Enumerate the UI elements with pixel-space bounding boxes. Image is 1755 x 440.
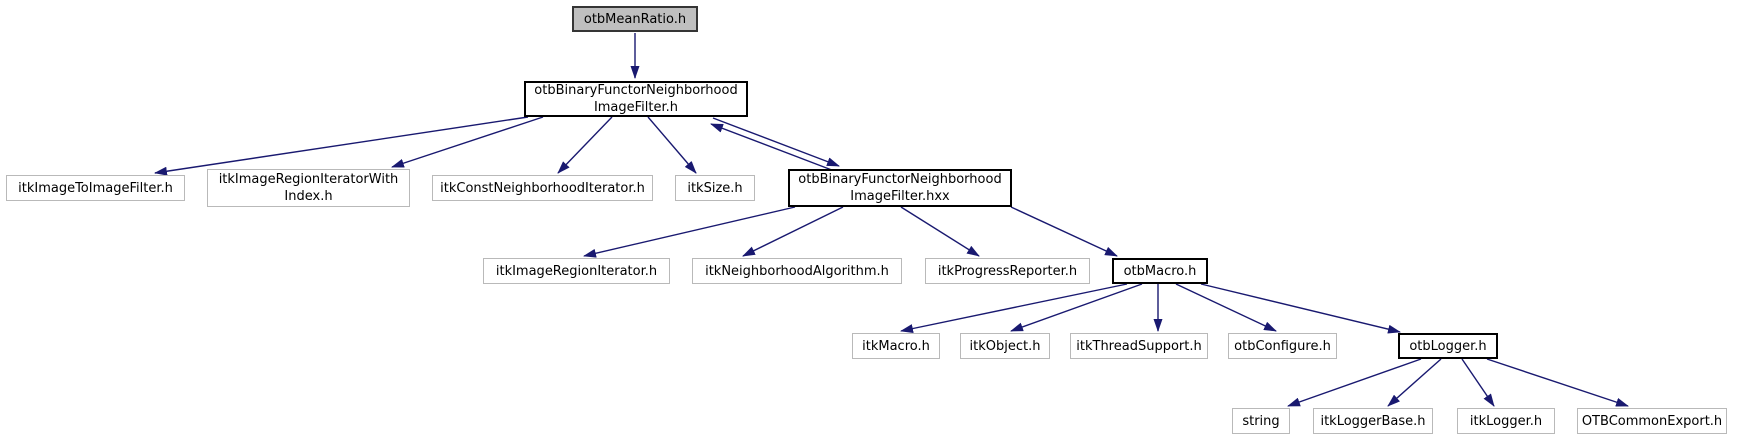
node-label: otbMacro.h [1123, 263, 1197, 279]
edge-imageFilter-h-to-hxx [712, 117, 840, 167]
node-label: itkLoggerBase.h [1320, 413, 1426, 429]
node-otbMeanRatio-h: otbMeanRatio.h [572, 6, 698, 32]
node-itkNeighborhoodAlgorithm-h: itkNeighborhoodAlgorithm.h [692, 258, 902, 284]
node-itkLoggerBase-h: itkLoggerBase.h [1313, 408, 1433, 434]
node-otbBinaryFunctorNeighborhoodImageFilter-h[interactable]: otbBinaryFunctorNeighborhood ImageFilter… [524, 81, 748, 117]
node-itkSize-h: itkSize.h [675, 175, 755, 201]
node-label: itkSize.h [687, 180, 743, 196]
edge-otbLogger-to-itkLoggerBase [1387, 358, 1442, 407]
node-label: itkLogger.h [1469, 413, 1543, 429]
node-label: otbLogger.h [1409, 338, 1487, 354]
node-label: itkProgressReporter.h [937, 263, 1078, 279]
node-label: itkNeighborhoodAlgorithm.h [705, 263, 889, 279]
node-label: itkObject.h [969, 338, 1041, 354]
edge-hxx-to-itkNeighborhoodAlgorithm [742, 206, 844, 257]
edge-hxx-to-itkImageRegionIterator [583, 206, 796, 258]
node-itkImageRegionIteratorWithIndex-h: itkImageRegionIteratorWith Index.h [207, 169, 410, 207]
node-label: otbConfigure.h [1234, 338, 1331, 354]
node-itkImageRegionIterator-h: itkImageRegionIterator.h [483, 258, 670, 284]
node-otbLogger-h[interactable]: otbLogger.h [1398, 333, 1498, 359]
node-label: itkThreadSupport.h [1076, 338, 1202, 354]
node-itkThreadSupport-h: itkThreadSupport.h [1070, 333, 1208, 359]
edge-otbLogger-to-itkLogger [1461, 358, 1495, 407]
edge-otbLogger-to-string [1287, 358, 1422, 407]
node-itkConstNeighborhoodIterator-h: itkConstNeighborhoodIterator.h [432, 175, 653, 201]
edge-otbLogger-to-OTBCommonExport [1486, 358, 1629, 407]
node-otbBinaryFunctorNeighborhoodImageFilter-hxx[interactable]: otbBinaryFunctorNeighborhood ImageFilter… [788, 169, 1012, 207]
node-label: itkImageRegionIterator.h [495, 263, 658, 279]
node-label: itkMacro.h [862, 338, 930, 354]
edge-otbMacro-to-itkObject [1010, 283, 1143, 332]
node-label: itkImageToImageFilter.h [18, 180, 173, 196]
node-label: itkImageRegionIteratorWith Index.h [218, 172, 399, 204]
node-itkMacro-h: itkMacro.h [852, 333, 940, 359]
edge-imageFilter-h-to-itkSize [647, 116, 697, 174]
node-itkProgressReporter-h: itkProgressReporter.h [925, 258, 1090, 284]
node-label: OTBCommonExport.h [1581, 413, 1723, 429]
node-itkObject-h: itkObject.h [960, 333, 1050, 359]
node-otbMacro-h[interactable]: otbMacro.h [1112, 258, 1208, 284]
edge-otbMacro-to-otbLogger [1200, 283, 1401, 334]
node-label: string [1242, 413, 1280, 429]
node-itkLogger-h: itkLogger.h [1457, 408, 1555, 434]
node-label: otbBinaryFunctorNeighborhood ImageFilter… [798, 172, 1002, 204]
node-itkImageToImageFilter-h: itkImageToImageFilter.h [6, 175, 185, 201]
node-otbConfigure-h: otbConfigure.h [1228, 333, 1337, 359]
node-label: otbMeanRatio.h [583, 11, 687, 27]
node-label: itkConstNeighborhoodIterator.h [440, 180, 645, 196]
edge-hxx-to-imageFilter-h [710, 123, 838, 173]
edge-otbMacro-to-itkMacro [900, 283, 1128, 333]
edge-otbMacro-to-otbConfigure [1175, 283, 1277, 332]
edge-hxx-to-itkProgressReporter [900, 206, 980, 257]
edge-imageFilter-h-to-itkImageRegionIteratorWithIndex [391, 116, 544, 168]
edge-imageFilter-h-to-itkImageToImageFilter [154, 116, 529, 176]
node-OTBCommonExport-h: OTBCommonExport.h [1577, 408, 1727, 434]
edge-hxx-to-otbMacro [1010, 206, 1118, 257]
node-string: string [1232, 408, 1290, 434]
edge-imageFilter-h-to-itkConstNeighborhoodIterator [557, 116, 613, 174]
node-label: otbBinaryFunctorNeighborhood ImageFilter… [534, 83, 738, 115]
